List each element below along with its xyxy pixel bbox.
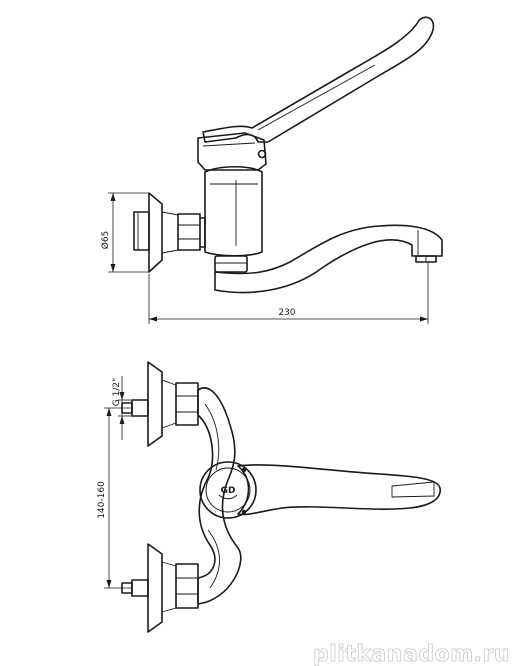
aerator-side — [415, 255, 437, 263]
upper-hex-nut-front — [175, 382, 199, 426]
side-view: Ø65 230 — [100, 16, 443, 324]
lower-hex-nut-front — [175, 563, 199, 609]
lever-grip-slot-front — [391, 481, 435, 498]
faucet-body-side — [204, 165, 263, 257]
dimension-diameter: Ø65 — [100, 192, 149, 273]
bottom-nut-side — [214, 255, 248, 273]
spout-side — [214, 224, 443, 294]
brand-logo-swoosh — [218, 494, 238, 500]
lever-screw-top — [241, 467, 247, 473]
dim-length-label: 230 — [278, 308, 295, 318]
lever-screw-bottom — [241, 509, 247, 515]
dimension-length: 230 — [148, 262, 429, 324]
upper-flange-front — [147, 361, 177, 447]
watermark-text: plitkanadom.ru — [313, 642, 510, 666]
lever-handle-side — [202, 16, 435, 143]
brand-logo: GD — [221, 486, 236, 496]
dim-thread-label: G 1/2" — [112, 378, 122, 406]
dim-spacing-label: 140-160 — [97, 481, 107, 519]
body-connector-front — [197, 387, 242, 605]
lever-edge-line-side — [257, 64, 376, 131]
front-view: GD G 1/2" 140-160 — [97, 361, 441, 633]
lower-flange-front — [147, 543, 177, 633]
dim-diameter-label: Ø65 — [100, 231, 111, 250]
lever-handle-front — [237, 464, 441, 516]
wall-flange-side — [148, 192, 179, 273]
valve-round-body-front: GD — [199, 461, 257, 519]
wall-pipe-stub-side — [133, 211, 150, 251]
body-highlight-lower — [207, 529, 220, 589]
hex-nut-side — [177, 213, 201, 251]
dimension-spacing: 140-160 — [97, 407, 132, 589]
